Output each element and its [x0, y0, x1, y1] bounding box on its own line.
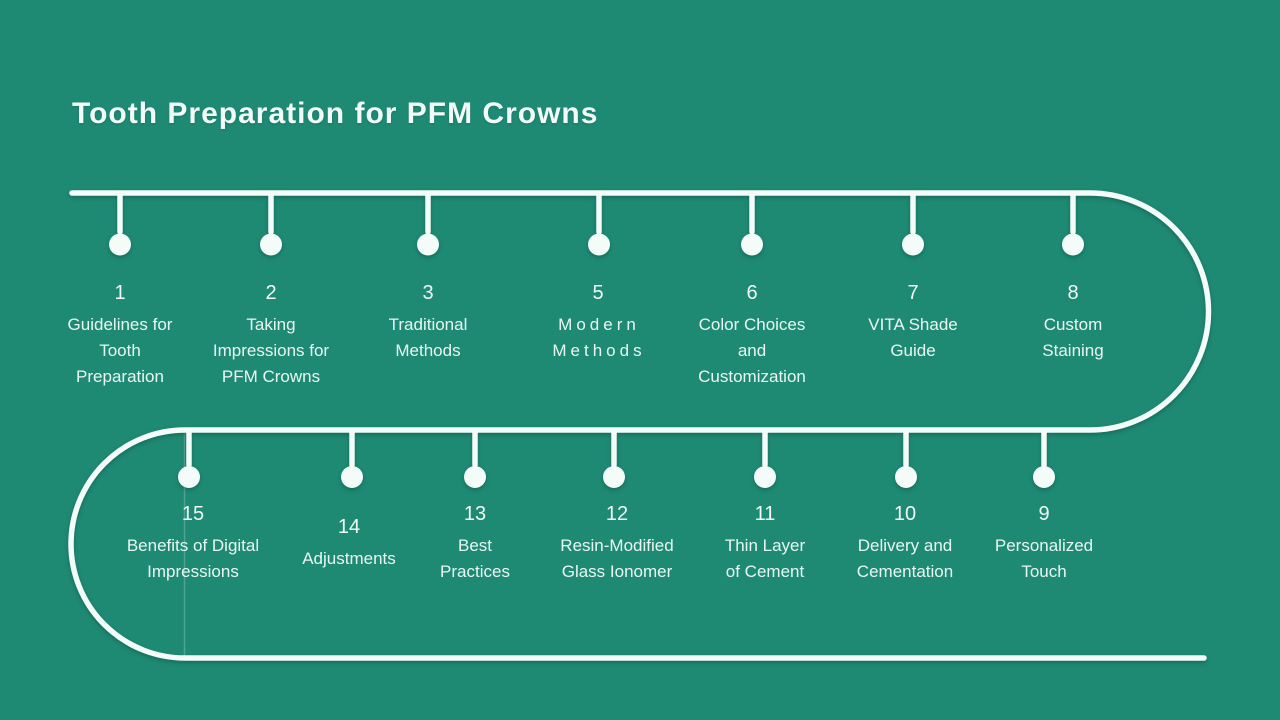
item-label-line: Thin Layer — [724, 535, 806, 555]
timeline-node — [902, 233, 924, 256]
item-number: 13 — [463, 502, 487, 525]
timeline-node — [603, 466, 625, 488]
timeline-node — [417, 233, 439, 256]
item-label-line: Delivery and — [857, 535, 953, 555]
top-tick-stems — [117, 192, 1076, 235]
item-label-line: Methods — [552, 341, 646, 360]
timeline-node — [741, 233, 763, 256]
timeline-item-5: 5 Modern Methods — [514, 279, 684, 364]
timeline-item-1: 1 Guidelines for Tooth Preparation — [35, 279, 205, 390]
timeline-item-6: 6 Color Choices and Customization — [667, 279, 837, 390]
item-label-line: VITA Shade — [868, 315, 958, 334]
item-label-line: Traditional — [388, 315, 468, 334]
timeline-item-12: 12 Resin-Modified Glass Ionomer — [532, 478, 702, 606]
item-label-line: of Cement — [725, 561, 805, 581]
item-number: 2 — [265, 282, 277, 304]
bottom-tick-stems — [186, 429, 1047, 468]
top-node-circles — [109, 233, 1084, 256]
item-label-line: Glass Ionomer — [561, 561, 673, 581]
item-label-line: Color Choices — [698, 315, 806, 334]
timeline-item-7: 7 VITA Shade Guide — [828, 279, 998, 364]
timeline-node — [464, 466, 486, 488]
item-number: 3 — [422, 282, 434, 304]
item-label-line: Practices — [440, 561, 510, 581]
item-label-line: Benefits of Digital — [126, 535, 260, 555]
item-label-line: Tooth — [99, 341, 141, 360]
item-label-line: and — [737, 341, 767, 360]
item-number: 8 — [1067, 282, 1079, 304]
item-label-line: Personalized — [994, 535, 1094, 555]
bottom-node-circles — [178, 466, 1055, 488]
item-label-line: PFM Crowns — [221, 367, 321, 386]
timeline-item-10: 10 Delivery and Cementation — [820, 478, 990, 606]
item-label-line: Methods — [395, 341, 461, 360]
timeline-item-14: 14 Adjustments — [264, 478, 434, 606]
timeline-node — [588, 233, 610, 256]
item-number: 6 — [746, 282, 758, 304]
item-label-line: Resin-Modified — [560, 535, 674, 555]
item-label-line: Impressions — [147, 561, 239, 581]
item-label-line: Custom — [1043, 315, 1103, 334]
item-label-line: Modern — [558, 315, 640, 334]
timeline-node — [1062, 233, 1084, 256]
item-label-line: Touch — [1021, 561, 1067, 581]
timeline-node — [754, 466, 776, 488]
timeline-node — [260, 233, 282, 256]
timeline-node — [1033, 466, 1055, 488]
timeline-item-13: 13 Best Practices — [390, 478, 560, 606]
page-title: Tooth Preparation for PFM Crowns — [72, 97, 599, 130]
timeline-node — [895, 466, 917, 488]
item-number: 11 — [754, 502, 776, 525]
item-label-line: Taking — [246, 315, 296, 334]
timeline-item-2: 2 Taking Impressions for PFM Crowns — [186, 279, 356, 390]
item-number: 12 — [605, 502, 629, 525]
item-label-line: Cementation — [856, 561, 954, 581]
timeline-item-15: 15 Benefits of Digital Impressions — [98, 478, 288, 606]
item-number: 9 — [1038, 502, 1050, 525]
item-label-line: Impressions for — [212, 341, 330, 360]
item-label-line: Adjustments — [302, 548, 396, 568]
timeline-node — [109, 233, 131, 256]
timeline-item-9: 9 Personalized Touch — [959, 478, 1129, 606]
timeline-item-8: 8 Custom Staining — [988, 279, 1158, 364]
item-number: 5 — [592, 282, 606, 304]
item-label-line: Preparation — [76, 367, 164, 386]
item-label-line: Guidelines for — [67, 315, 173, 334]
timeline-item-3: 3 Traditional Methods — [343, 279, 513, 364]
item-number: 7 — [907, 282, 919, 304]
item-label-line: Customization — [698, 367, 806, 386]
item-number: 1 — [114, 282, 126, 304]
track-path — [68, 190, 1212, 661]
item-number: 14 — [337, 515, 361, 538]
item-number: 10 — [893, 502, 917, 525]
timeline-item-11: 11 Thin Layer of Cement — [680, 478, 850, 606]
timeline-node — [178, 466, 200, 488]
item-label-line: Guide — [890, 341, 936, 360]
item-label-line: Staining — [1042, 341, 1104, 360]
item-number: 15 — [181, 502, 205, 525]
timeline-node — [341, 466, 363, 488]
item-label-line: Best — [457, 535, 493, 555]
